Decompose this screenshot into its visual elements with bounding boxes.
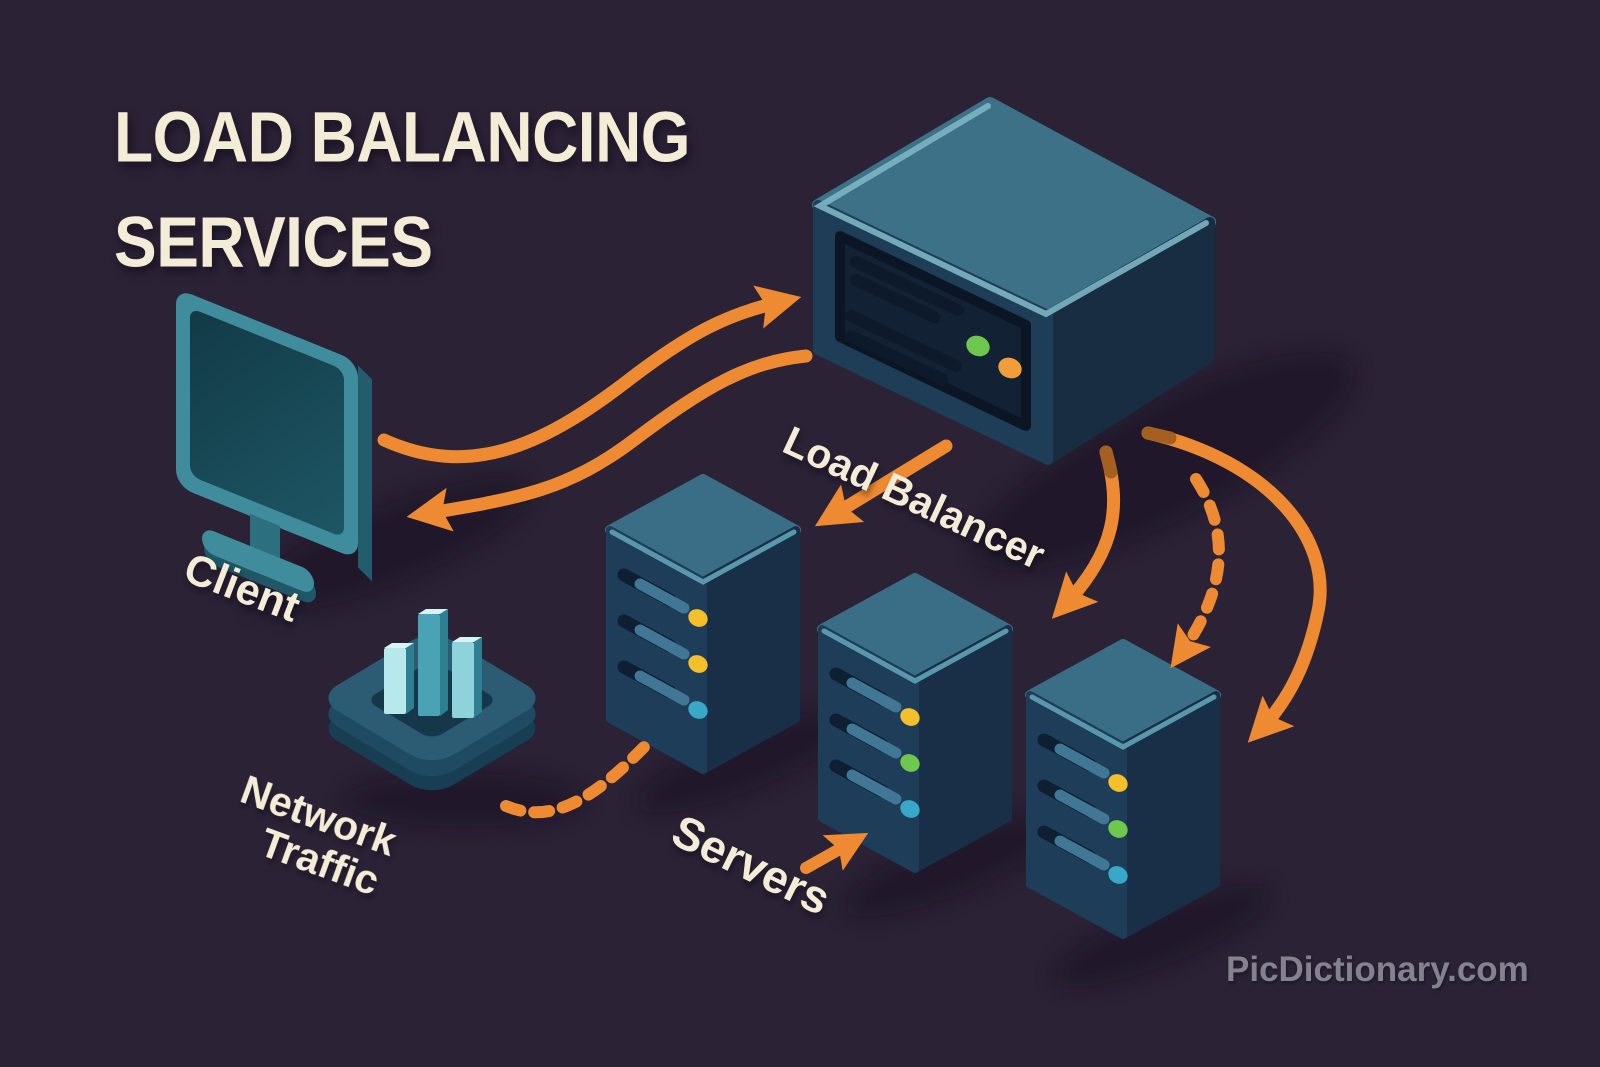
- shadows: [250, 353, 1354, 987]
- server-2-led-2: [900, 754, 920, 772]
- server-slots: [1037, 733, 1110, 871]
- server-1-led-2: [688, 655, 708, 673]
- client-monitor-icon: [176, 293, 372, 603]
- server-3-icon: [1025, 639, 1221, 939]
- server-slots: [829, 667, 902, 805]
- server-1-led-3: [688, 701, 708, 719]
- network-traffic-icon: [328, 609, 536, 791]
- arrow-servers-label: [800, 832, 869, 874]
- server-1-led-1: [688, 609, 708, 627]
- load-balancer-icon: [812, 97, 1216, 465]
- arrow-lb-to-server3-dashed: [1170, 473, 1225, 669]
- arrow-lb-to-client: [406, 349, 813, 532]
- monitor-edge: [358, 365, 372, 582]
- arrow-lb-to-server3: [1141, 426, 1327, 743]
- lb-led-orange: [998, 357, 1022, 379]
- page-title: LOAD BALANCING SERVICES: [114, 84, 691, 295]
- arrow-shadow-tips: [1099, 426, 1177, 479]
- monitor-base: [202, 530, 314, 592]
- bar-chart-icon: [384, 609, 482, 718]
- title-line-1: LOAD BALANCING: [114, 96, 691, 177]
- server-slots: [617, 568, 690, 706]
- watermark: PicDictionary.com: [1226, 950, 1529, 989]
- lb-vents: [845, 256, 964, 385]
- server-2-led-1: [900, 708, 920, 726]
- server-3-led-3: [1108, 866, 1128, 884]
- title-line-2: SERVICES: [114, 201, 433, 283]
- monitor-screen: [190, 310, 344, 535]
- lb-led-green: [966, 335, 990, 357]
- server-2-icon: [817, 573, 1013, 873]
- server-3-led-2: [1108, 820, 1128, 838]
- arrow-client-to-lb: [377, 285, 802, 464]
- arrow-lb-to-server1: [814, 439, 953, 527]
- server-1-icon: [605, 474, 801, 774]
- lb-bevel-edge: [813, 103, 1209, 318]
- server-3-led-1: [1108, 774, 1128, 792]
- connector-traffic-to-server1-dashed: [500, 739, 652, 819]
- lb-panel: [835, 231, 1031, 431]
- server-2-led-3: [900, 800, 920, 818]
